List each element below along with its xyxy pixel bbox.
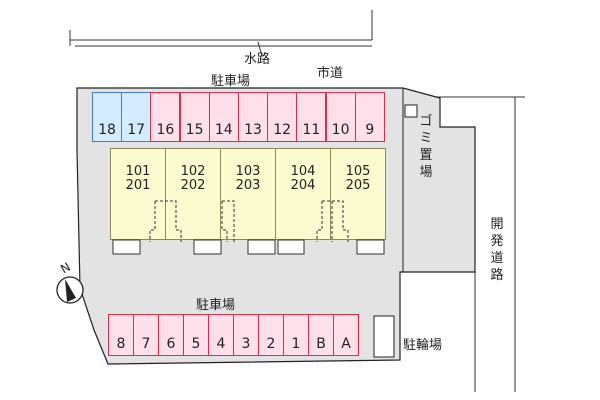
garbage-box bbox=[404, 104, 418, 118]
parking-space: A bbox=[333, 314, 359, 356]
unit-upper-number: 103 bbox=[235, 164, 261, 179]
unit-upper-number: 101 bbox=[125, 164, 151, 179]
unit-lower-number: 205 bbox=[345, 178, 371, 193]
compass-needle bbox=[65, 279, 76, 302]
unit-lower-number: 201 bbox=[125, 178, 151, 193]
parking-space: 17 bbox=[121, 92, 152, 142]
unit-lower-number: 202 bbox=[180, 178, 206, 193]
parking-space: 1 bbox=[283, 314, 309, 356]
parking-space: 5 bbox=[183, 314, 209, 356]
parking-space: 11 bbox=[296, 92, 327, 142]
unit-upper-number: 105 bbox=[345, 164, 371, 179]
parking-space: 18 bbox=[92, 92, 122, 142]
unit-lower-number: 204 bbox=[290, 178, 316, 193]
waterway-leader bbox=[257, 41, 263, 57]
dev-road-label: 開発道路 bbox=[490, 217, 504, 283]
unit-upper-number: 102 bbox=[180, 164, 206, 179]
parking-space: 16 bbox=[150, 92, 181, 142]
unit-101-201: 101 201 bbox=[110, 148, 166, 240]
parking-space: 2 bbox=[258, 314, 284, 356]
garbage-label: ゴミ置場 bbox=[419, 114, 433, 180]
bicycle-parking-label: 駐輪場 bbox=[403, 338, 443, 353]
unit-102-202: 102 202 bbox=[165, 148, 221, 240]
parking-space: 6 bbox=[158, 314, 184, 356]
unit-104-204: 104 204 bbox=[275, 148, 331, 240]
parking-space: 8 bbox=[108, 314, 134, 356]
parking-space: 7 bbox=[133, 314, 159, 356]
parking-space: 10 bbox=[325, 92, 356, 142]
parking-space: 12 bbox=[267, 92, 298, 142]
waterway-label: 水路 bbox=[244, 52, 271, 67]
parking-space: 15 bbox=[179, 92, 210, 142]
parking-label-top: 駐車場 bbox=[211, 74, 251, 89]
unit-lower-number: 203 bbox=[235, 178, 261, 193]
parking-space: 13 bbox=[238, 92, 268, 142]
parking-space: B bbox=[308, 314, 334, 356]
bicycle-box bbox=[373, 315, 395, 358]
parking-label-bottom: 駐車場 bbox=[196, 298, 236, 313]
unit-103-203: 103 203 bbox=[220, 148, 276, 240]
parking-space: 4 bbox=[208, 314, 234, 356]
parking-space: 3 bbox=[233, 314, 259, 356]
unit-105-205: 105 205 bbox=[330, 148, 386, 240]
city-road-label: 市道 bbox=[317, 66, 344, 81]
parking-space: 14 bbox=[208, 92, 239, 142]
unit-upper-number: 104 bbox=[290, 164, 316, 179]
parking-space: 9 bbox=[354, 92, 385, 142]
